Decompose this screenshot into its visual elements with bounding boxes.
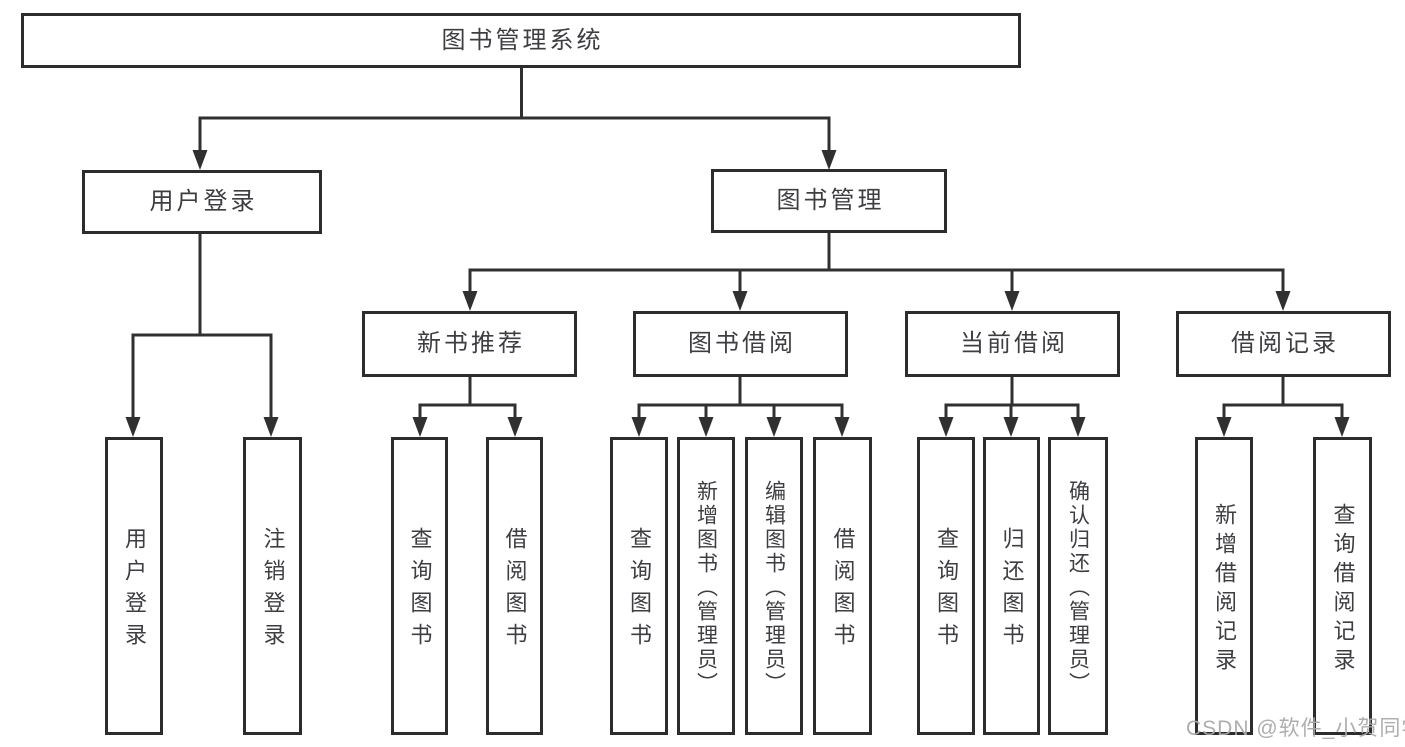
node-borrow-records: 借阅记录 [1176, 311, 1391, 377]
leaf-add-book-admin-label: 新增图书（管理员） [694, 479, 718, 696]
leaf-user-login: 用户登录 [105, 437, 163, 735]
leaf-confirm-return-admin-label: 确认归还（管理员） [1066, 479, 1090, 696]
leaf-query-books-recommend-label: 查询图书 [407, 527, 433, 655]
leaf-return-book: 归还图书 [983, 437, 1040, 735]
leaf-query-books-borrow: 查询图书 [610, 437, 668, 735]
branch-lines [131, 66, 1344, 407]
leaf-borrow-books: 借阅图书 [813, 437, 872, 735]
node-current-borrow-label: 当前借阅 [960, 330, 1068, 357]
leaf-borrow-books-label: 借阅图书 [830, 527, 856, 655]
leaf-query-books-current: 查询图书 [917, 437, 975, 735]
arrow-shafts [131, 116, 1344, 425]
leaf-query-borrow-record-label: 查询借阅记录 [1330, 502, 1356, 677]
leaf-query-books-recommend: 查询图书 [391, 437, 448, 735]
node-root: 图书管理系统 [21, 13, 1021, 68]
leaf-borrow-books-recommend-label: 借阅图书 [502, 527, 528, 655]
node-book-borrow-label: 图书借阅 [688, 330, 796, 357]
node-new-book-recommend: 新书推荐 [362, 311, 577, 377]
node-new-book-recommend-label: 新书推荐 [417, 330, 525, 357]
node-book-management: 图书管理 [711, 169, 947, 233]
node-root-label: 图书管理系统 [441, 26, 604, 54]
arrowheads [125, 150, 1350, 437]
watermark: CSDN @软件_小贺同学 [1186, 717, 1405, 740]
leaf-query-books-borrow-label: 查询图书 [627, 527, 652, 655]
leaf-return-book-label: 归还图书 [999, 527, 1025, 655]
node-user-login: 用户登录 [82, 170, 322, 234]
leaf-add-borrow-record: 新增借阅记录 [1195, 437, 1253, 735]
node-current-borrow: 当前借阅 [905, 311, 1120, 377]
leaf-query-books-current-label: 查询图书 [934, 527, 959, 655]
leaf-edit-book-admin: 编辑图书（管理员） [745, 437, 803, 735]
leaf-add-book-admin: 新增图书（管理员） [677, 437, 735, 735]
node-user-login-label: 用户登录 [149, 188, 258, 215]
node-book-borrow: 图书借阅 [633, 311, 848, 377]
leaf-logout: 注销登录 [243, 437, 302, 735]
leaf-confirm-return-admin: 确认归还（管理员） [1048, 437, 1108, 735]
leaf-edit-book-admin-label: 编辑图书（管理员） [762, 479, 786, 696]
leaf-user-login-label: 用户登录 [122, 527, 147, 655]
leaf-borrow-books-recommend: 借阅图书 [486, 437, 543, 735]
leaf-query-borrow-record: 查询借阅记录 [1313, 437, 1372, 735]
node-borrow-records-label: 借阅记录 [1231, 330, 1339, 357]
leaf-add-borrow-record-label: 新增借阅记录 [1212, 502, 1237, 677]
node-book-management-label: 图书管理 [776, 187, 885, 214]
leaf-logout-label: 注销登录 [260, 527, 286, 655]
